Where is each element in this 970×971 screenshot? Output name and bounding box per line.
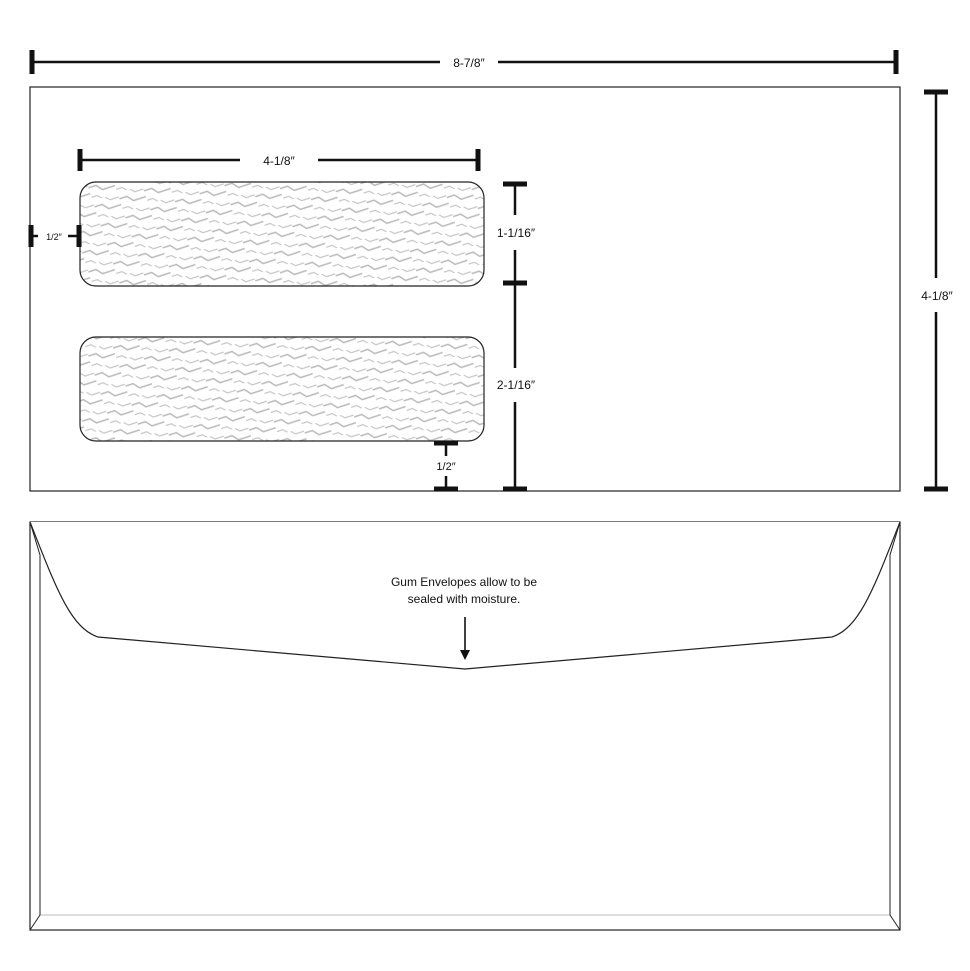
envelope-flap — [29, 521, 901, 670]
back-view: Gum Envelopes allow to be sealed with mo… — [29, 521, 901, 931]
lower-section-height-label: 2-1/16″ — [497, 378, 536, 392]
overall-width-dimension: 8-7/8″ — [29, 50, 899, 74]
gum-note-line1: Gum Envelopes allow to be — [391, 575, 537, 589]
right-side-fold — [889, 521, 901, 931]
gum-note-arrow — [460, 617, 470, 660]
upper-window-height-label: 1-1/16″ — [497, 226, 536, 240]
overall-width-label: 8-7/8″ — [453, 56, 485, 70]
window-width-label: 4-1/8″ — [263, 154, 295, 168]
overall-height-dimension: 4-1/8″ — [921, 89, 954, 492]
bottom-margin-label: 1/2″ — [436, 461, 455, 473]
gum-note-line2: sealed with moisture. — [408, 592, 521, 606]
upper-window-height-dimension: 1-1/16″ — [497, 181, 536, 286]
overall-height-label: 4-1/8″ — [921, 289, 953, 303]
window-width-dimension: 4-1/8″ — [77, 149, 481, 171]
front-view: 8-7/8″ 4-1/8″ 4-1/8″ 1/2″ — [28, 50, 954, 492]
lower-window — [79, 336, 485, 442]
left-side-fold — [29, 521, 41, 931]
lower-section-height-dimension: 2-1/16″ — [497, 283, 536, 492]
left-margin-label: 1/2″ — [46, 232, 63, 242]
left-margin-dimension: 1/2″ — [28, 225, 82, 247]
upper-window — [79, 181, 485, 287]
bottom-margin-dimension: 1/2″ — [434, 440, 458, 492]
